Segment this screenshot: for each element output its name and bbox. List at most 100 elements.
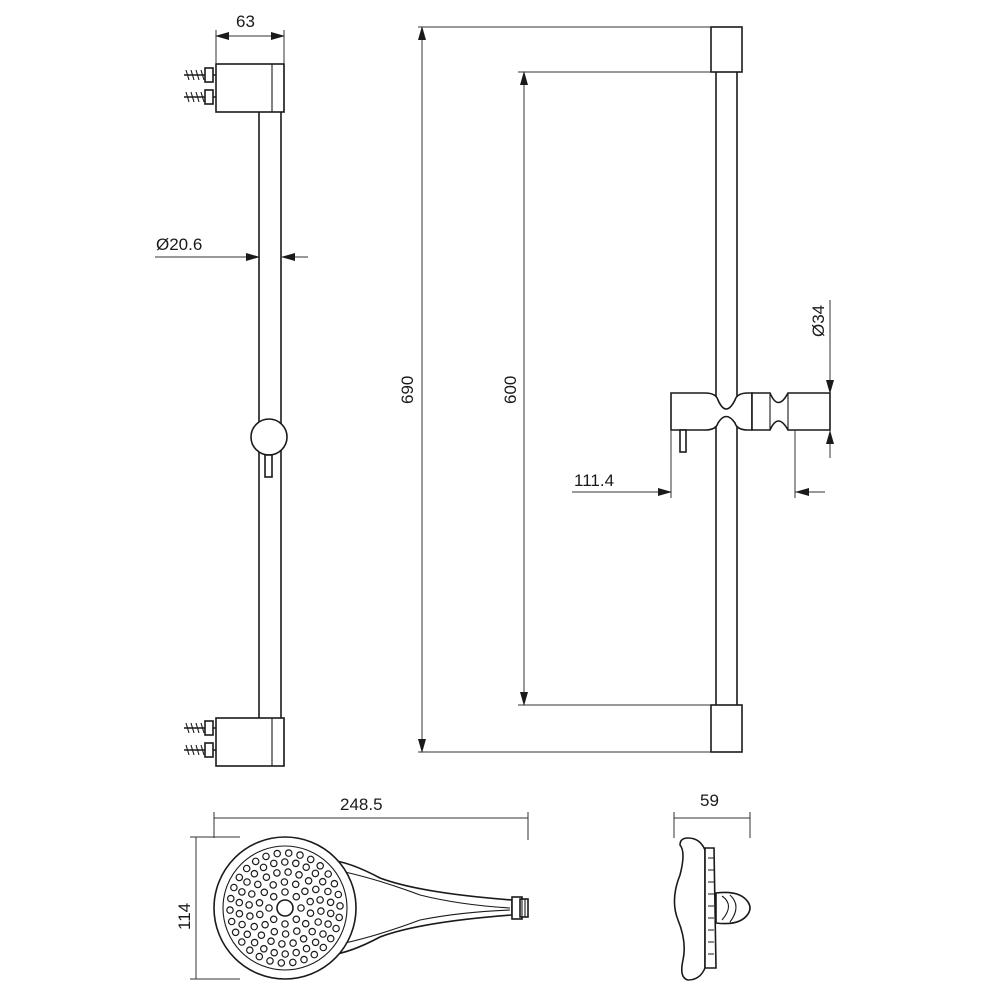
nozzle-hole [295,870,303,879]
nozzle-hole [262,873,271,882]
nozzle-hole [269,892,278,901]
nozzle-hole [296,851,304,859]
nozzle-hole [284,868,292,876]
top-screws [184,67,216,105]
nozzle-hole [326,898,335,907]
nozzle-hole [324,870,333,878]
nozzle-hole [311,885,320,894]
nozzle-hole [317,907,325,915]
nozzle-hole [226,906,234,914]
nozzle-hole [319,930,327,938]
dim-label-rail-diameter: Ø20.6 [156,235,202,254]
nozzle-hole [235,873,244,882]
nozzle-hole [273,849,282,858]
nozzle-hole [281,888,289,896]
nozzle-hole [277,959,286,967]
nozzle-hole [335,913,344,922]
nozzle-hole [281,950,290,958]
dimension-head-length: 248.5 [213,795,529,840]
nozzle-hole [246,912,254,920]
nozzle-hole [251,857,260,866]
nozzle-hole [311,869,320,878]
nozzle-hole [292,915,301,924]
dim-label-59: 59 [700,791,719,810]
shower-head-side-view: 59 [673,791,751,981]
hose-connector [511,896,529,920]
shower-head-front-view: 248.5 114 [175,795,529,980]
nozzle-hole [248,890,256,898]
nozzle-hole [330,879,339,888]
dimension-rail-diameter: Ø20.6 [155,235,308,261]
slider-holder-front [670,392,831,453]
dimension-holder-projection: 111.4 [572,430,825,498]
nozzle-hole [316,896,324,904]
nozzle-hole [227,917,236,926]
nozzle-hole [269,859,278,868]
nozzle-hole [301,887,309,896]
nozzle-hole [265,904,273,912]
nozzle-hole [326,934,335,943]
nozzle-hole [281,930,290,938]
nozzle-hole [302,863,311,872]
nozzle-hole [281,920,289,928]
dim-label-63: 63 [236,12,255,31]
nozzle-hole [316,861,325,870]
bottom-wall-bracket [215,717,285,767]
nozzle-hole [243,878,251,886]
nozzle-hole [334,890,343,899]
nozzle-hole [304,876,313,885]
nozzle-hole [306,909,315,918]
nozzle-hole [235,898,244,907]
dimension-head-depth: 59 [673,791,751,838]
dimension-head-width: 114 [175,836,240,980]
slider-knob-side [250,418,288,478]
bottom-end-cap [710,704,743,753]
nozzle-hole [300,955,308,964]
nozzle-hole [332,924,340,933]
nozzle-hole [311,938,320,947]
front-view: 690 600 Ø34 111.4 [398,26,834,753]
nozzle-hole [261,920,269,929]
nozzle-hole [292,948,301,957]
dimension-bracket-spacing: 600 [501,71,711,706]
nozzle-hole [280,858,289,866]
dim-label-600: 600 [501,376,520,404]
nozzle-hole [306,897,315,906]
nozzle-hole [253,880,262,889]
nozzle-hole [259,944,268,953]
nozzle-hole [230,883,238,892]
dimension-holder-diameter: Ø34 [809,300,834,458]
nozzle-hole [280,878,289,886]
dim-label-248-5: 248.5 [340,795,383,814]
nozzle-hole [238,920,246,929]
nozzle-hole [250,869,259,878]
shower-head-handle [329,859,513,956]
spray-nozzles [226,849,344,967]
nozzle-hole [255,952,264,961]
nozzle-hole [250,922,259,931]
nozzle-hole [308,927,317,936]
nozzle-hole [270,948,279,957]
dim-label-114: 114 [175,903,194,930]
nozzle-hole [262,852,270,861]
dimension-total-length: 690 [398,26,711,753]
nozzle-hole [336,902,344,910]
nozzle-hole [246,946,254,955]
nozzle-hole [292,927,301,935]
nozzle-hole [266,957,274,965]
nozzle-hole [299,934,308,943]
nozzle-hole [238,888,246,896]
nozzle-hole [302,944,311,953]
nozzle-hole [270,927,279,936]
nozzle-hole [306,855,315,864]
top-wall-bracket [215,63,285,113]
nozzle-hole [267,937,275,946]
nozzle-hole [255,910,264,919]
nozzle-hole [326,909,335,918]
nozzle-hole [301,919,310,928]
nozzle-hole [242,864,251,873]
nozzle-hole [269,915,278,924]
nozzle-hole [284,849,293,857]
nozzle-hole [273,869,281,877]
